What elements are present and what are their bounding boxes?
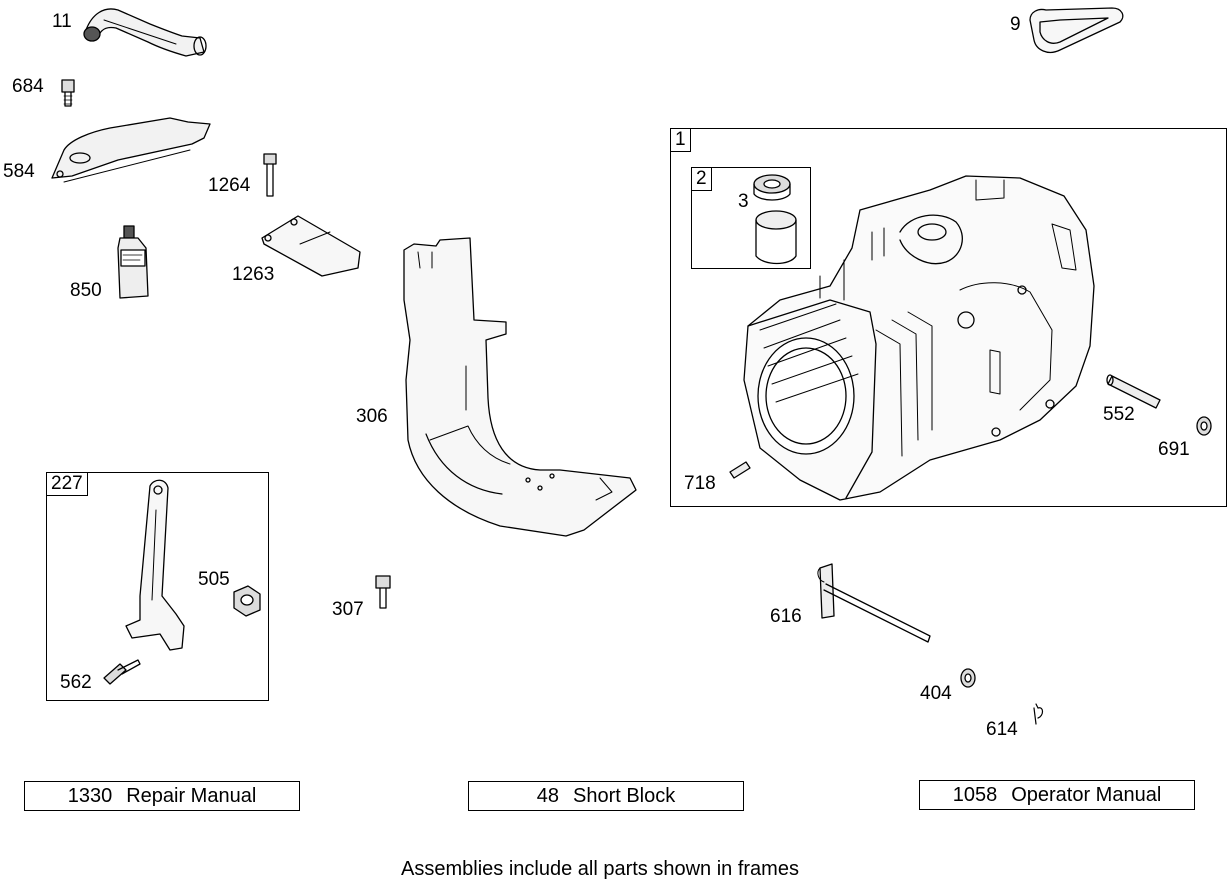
bracket-part-1263 <box>262 216 360 276</box>
footer-note: Assemblies include all parts shown in fr… <box>401 858 799 880</box>
part-label-616[interactable]: 616 <box>770 606 802 627</box>
air-guide-part-306 <box>404 238 636 536</box>
part-label-11[interactable]: 11 <box>52 11 72 32</box>
reference-number: 48 <box>536 785 559 807</box>
seal-part-3 <box>754 175 796 264</box>
dowel-pin-part-552 <box>1107 375 1160 408</box>
hairpin-clip-part-614 <box>1034 704 1043 724</box>
screw-part-684 <box>62 80 74 106</box>
part-label-505[interactable]: 505 <box>198 569 230 590</box>
frame-number-1: 1 <box>671 129 691 152</box>
bolt-part-1264 <box>264 154 276 196</box>
washer-part-691 <box>1197 417 1211 435</box>
part-label-404[interactable]: 404 <box>920 683 952 704</box>
part-label-307[interactable]: 307 <box>332 599 364 620</box>
part-label-684[interactable]: 684 <box>12 76 44 97</box>
reference-repair-manual[interactable]: 1330 Repair Manual <box>24 781 300 811</box>
frame-number-227: 227 <box>47 473 88 496</box>
reference-label: Repair Manual <box>126 785 257 807</box>
reference-operator-manual[interactable]: 1058 Operator Manual <box>919 780 1195 810</box>
governor-shaft-part-616 <box>818 564 930 642</box>
sealant-tube-part-850 <box>118 226 148 298</box>
nut-part-505 <box>234 586 260 616</box>
frame-227: 227 <box>46 472 269 701</box>
reference-short-block[interactable]: 48 Short Block <box>468 781 744 811</box>
screw-part-562 <box>104 660 140 684</box>
part-label-3[interactable]: 3 <box>738 191 749 212</box>
part-label-691[interactable]: 691 <box>1158 439 1190 460</box>
plate-part-584 <box>52 118 210 182</box>
governor-lever-part-227 <box>126 480 184 650</box>
pin-part-718 <box>730 462 750 478</box>
cylinder-block-part-48 <box>744 176 1094 500</box>
gasket-part-9 <box>1030 8 1123 52</box>
part-label-9[interactable]: 9 <box>1010 14 1021 35</box>
reference-number: 1058 <box>952 784 998 806</box>
part-label-552[interactable]: 552 <box>1103 404 1135 425</box>
washer-part-404 <box>961 669 975 687</box>
reference-label: Short Block <box>572 785 676 807</box>
part-label-306[interactable]: 306 <box>356 406 388 427</box>
reference-label: Operator Manual <box>1011 784 1162 806</box>
reference-number: 1330 <box>67 785 113 807</box>
frame-2: 2 <box>691 167 811 269</box>
part-label-562[interactable]: 562 <box>60 672 92 693</box>
part-label-1264[interactable]: 1264 <box>208 175 251 196</box>
part-label-614[interactable]: 614 <box>986 719 1018 740</box>
part-label-584[interactable]: 584 <box>3 161 35 182</box>
part-label-850[interactable]: 850 <box>70 280 102 301</box>
part-label-718[interactable]: 718 <box>684 473 716 494</box>
frame-1: 1 <box>670 128 1227 507</box>
bolt-part-307 <box>376 576 390 608</box>
frame-number-2: 2 <box>692 168 712 191</box>
part-label-1263[interactable]: 1263 <box>232 264 275 285</box>
breather-tube-part-11 <box>84 9 206 56</box>
